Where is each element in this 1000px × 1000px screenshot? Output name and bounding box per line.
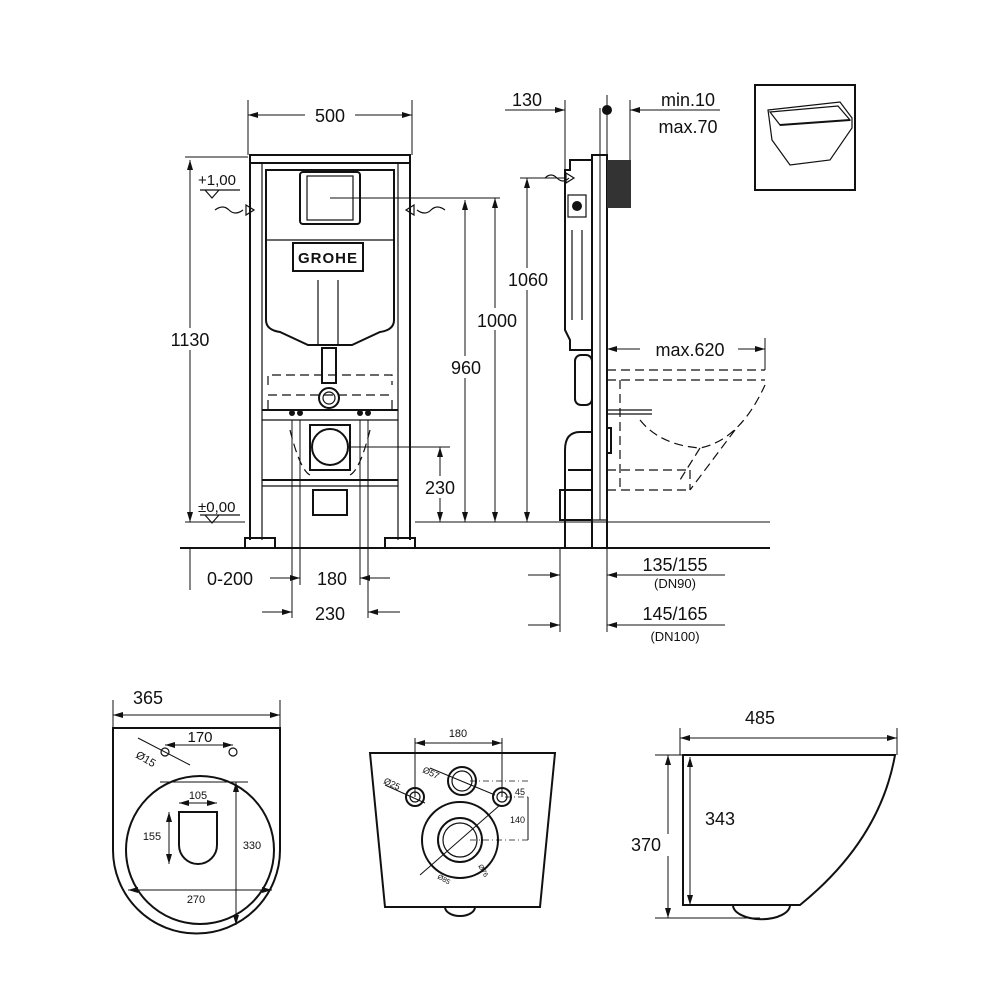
- insulation-block: [607, 160, 631, 208]
- bowl-330-label: 330: [243, 840, 261, 852]
- hole-dia-15-label: Ø15: [134, 749, 158, 770]
- level-top-label: +1,00: [198, 172, 236, 189]
- bowl-side-view: 485 370 343: [631, 708, 898, 921]
- hole-spacing-170-label: 170: [187, 729, 212, 746]
- min-10-label: min.10: [661, 90, 715, 110]
- max-70-label: max.70: [658, 117, 717, 137]
- bowl-top-view: 365 170 Ø15 105 155 330 270: [112, 688, 281, 935]
- dia-57-label: Ø57: [421, 765, 441, 781]
- dn90-value-label: 135/155: [642, 555, 707, 575]
- height-1060-label: 1060: [508, 270, 548, 290]
- seat-opening: [178, 811, 218, 865]
- opening-155-label: 155: [143, 831, 161, 843]
- dia-25-label: Ø25: [382, 776, 402, 792]
- offset-45-label: 45: [515, 787, 525, 797]
- front-view-dimensions: 1130 +1,00 ±0,00 960 1000 1060 230 0-200…: [160, 156, 770, 624]
- level-zero-label: ±0,00: [198, 499, 235, 516]
- bowl-rear-view: 180 Ø25 Ø57 45 140 Ø85 Ø76: [368, 728, 557, 917]
- depth-130-label: 130: [512, 90, 542, 110]
- height-1000-label: 1000: [477, 311, 517, 331]
- dn100-label: (DN100): [650, 629, 699, 644]
- length-485-label: 485: [745, 708, 775, 728]
- outlet-circle: [311, 428, 349, 466]
- toilet-thumbnail: [754, 84, 856, 191]
- dn100-value-label: 145/165: [642, 604, 707, 624]
- width-180-label: 180: [317, 569, 347, 589]
- width-230-label: 230: [315, 604, 345, 624]
- opening-105-label: 105: [189, 790, 207, 802]
- height-370-label: 370: [631, 835, 661, 855]
- dn90-label: (DN90): [654, 576, 696, 591]
- bowl-270-label: 270: [187, 894, 205, 906]
- front-view-frame: 500 GROHE: [214, 100, 465, 549]
- offset-140-label: 140: [510, 815, 525, 825]
- height-1130-label: 1130: [171, 330, 210, 350]
- height-230-label: 230: [425, 478, 455, 498]
- width-365-label: 365: [133, 688, 163, 708]
- height-960-label: 960: [451, 358, 481, 378]
- svg-text:GROHE: GROHE: [298, 250, 358, 267]
- side-view: 130 min.10 max.70 max.620 135/155 (DN90)…: [505, 90, 766, 644]
- offset-0-200-label: 0-200: [207, 569, 253, 589]
- width-500-label: 500: [315, 106, 345, 126]
- spacing-180-label: 180: [449, 728, 467, 740]
- max-620-label: max.620: [655, 340, 724, 360]
- height-343-label: 343: [705, 809, 735, 829]
- grohe-logo: [292, 242, 364, 272]
